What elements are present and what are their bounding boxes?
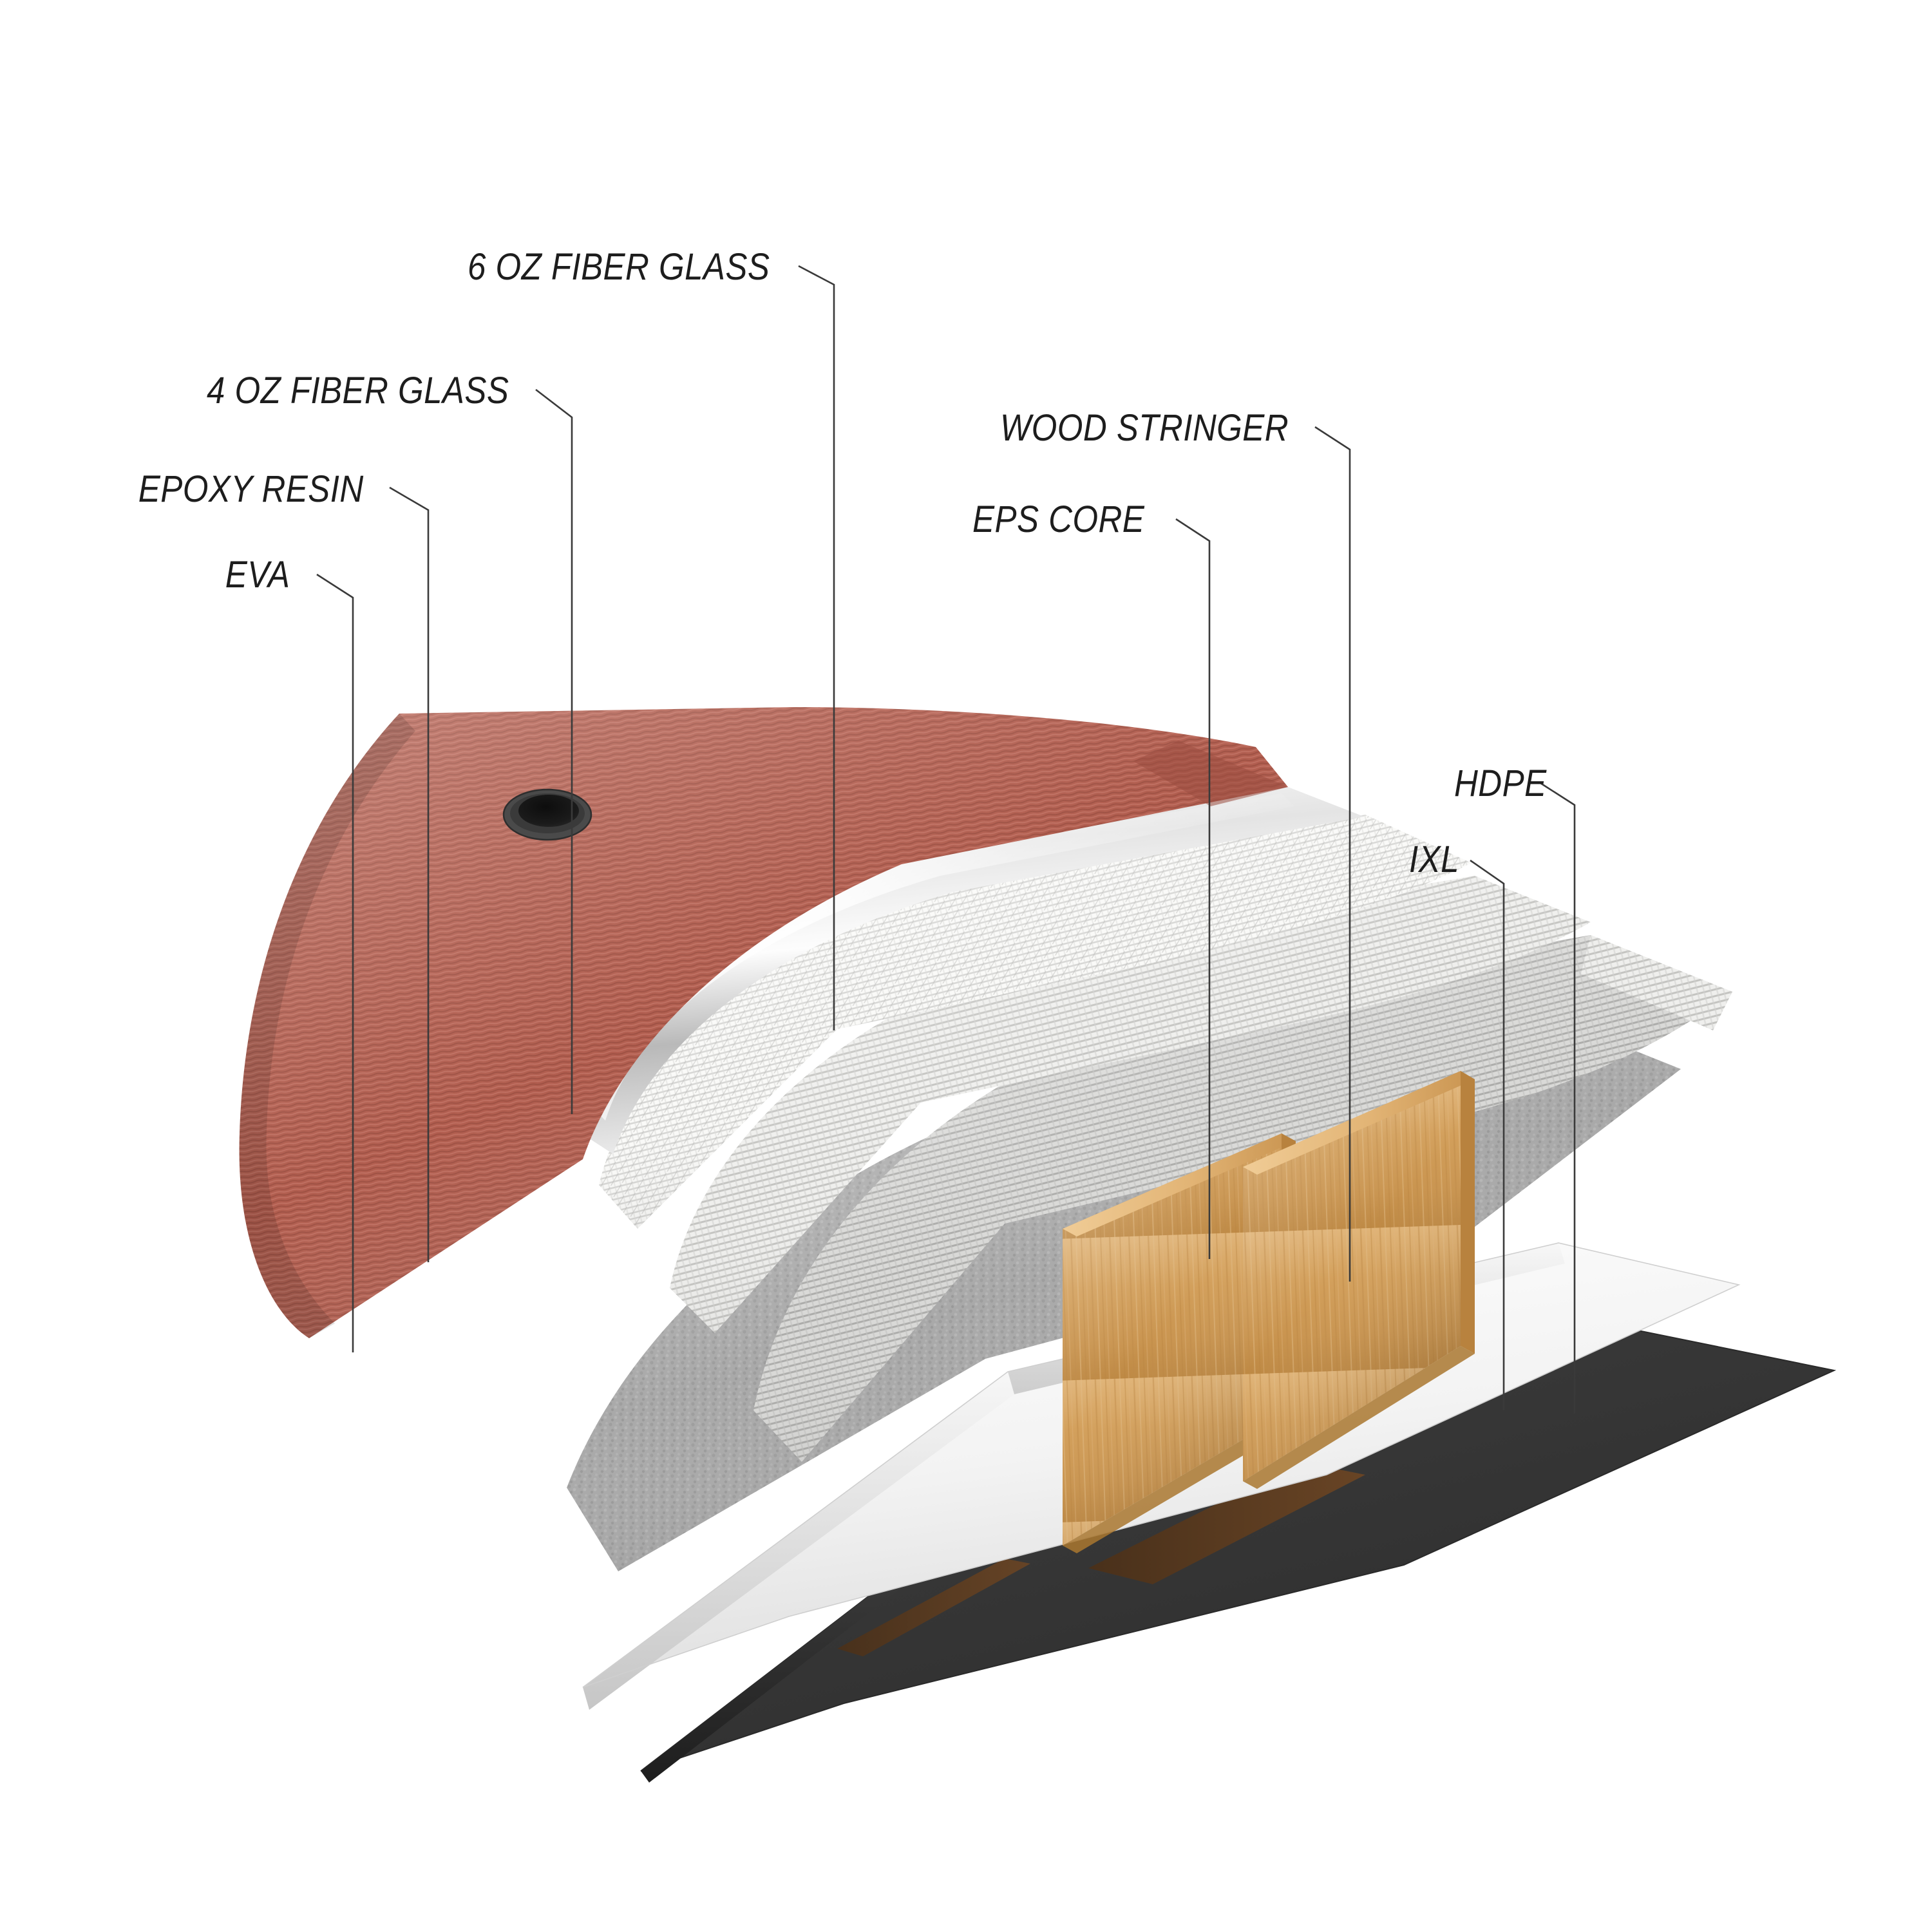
leader-six-oz-fiber-glass — [798, 265, 835, 1030]
leader-four-oz-fiber-glass — [535, 388, 573, 1114]
leader-eps-core — [1175, 518, 1211, 1259]
label-ixl: IXL — [1409, 838, 1459, 880]
eva-deck-pad — [239, 707, 1289, 1338]
six-oz-glass-layer — [753, 935, 1732, 1462]
leader-epoxy-resin — [389, 486, 430, 1262]
label-wood-stringer: WOOD STRINGER — [1000, 407, 1289, 449]
label-eps-core: EPS CORE — [972, 498, 1145, 540]
four-oz-glass-layer — [670, 876, 1591, 1333]
leader-hdpe — [1540, 782, 1576, 1414]
leader-eva — [316, 573, 354, 1352]
wood-stringer-1 — [1063, 1133, 1296, 1553]
label-4-oz-fiber-glass: 4 OZ FIBER GLASS — [206, 370, 509, 412]
leader-wood-stringer — [1314, 426, 1351, 1282]
leader-ixl — [1470, 859, 1505, 1410]
label-epoxy-resin: EPOXY RESIN — [138, 468, 364, 510]
label-hdpe: HDPE — [1454, 762, 1547, 804]
label-eva: EVA — [225, 554, 290, 596]
label-6-oz-fiber-glass: 6 OZ FIBER GLASS — [467, 246, 770, 288]
wood-stringer-2 — [1243, 1071, 1475, 1489]
leash-plug — [502, 788, 592, 841]
leader-lines — [316, 265, 1576, 1414]
